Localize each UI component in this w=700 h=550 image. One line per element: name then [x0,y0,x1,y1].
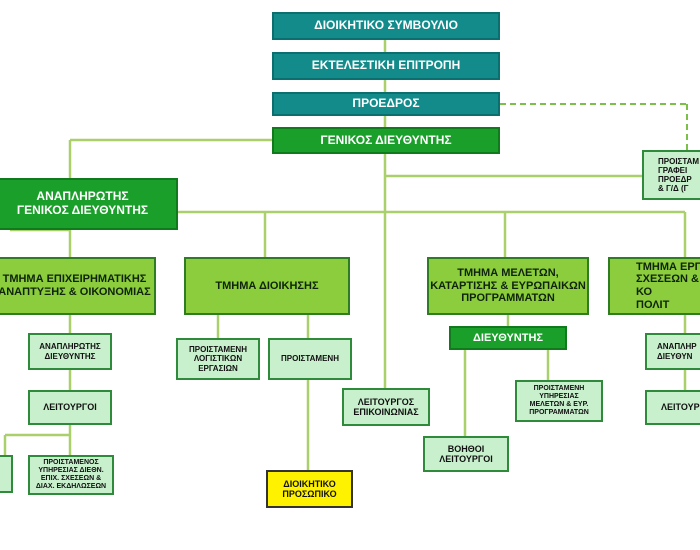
general-director-box: ΓΕΝΙΚΟΣ ΔΙΕΥΘΥΝΤΗΣ [272,127,500,154]
intl-relations-head-box: ΠΡΟΙΣΤΑΜΕΝΟΣ ΥΠΗΡΕΣΙΑΣ ΔΙΕΘΝ. ΕΠΙΧ. ΣΧΕΣ… [28,455,114,495]
admin-dept-box: ΤΜΗΜΑ ΔΙΟΙΚΗΣΗΣ [184,257,350,315]
business-deputy-director-box: ΑΝΑΠΛΗΡΩΤΗΣ ΔΙΕΥΘΥΝΤΗΣ [28,333,112,370]
president-box: ΠΡΟΕΔΡΟΣ [272,92,500,116]
works-officers-box: ΛΕΙΤΟΥΡ [645,390,700,425]
studies-head-box: ΠΡΟΙΣΤΑΜΕΝΗ ΥΠΗΡΕΣΙΑΣ ΜΕΛΕΤΩΝ & ΕΥΡ. ΠΡΟ… [515,380,603,422]
admin-head-box: ΠΡΟΙΣΤΑΜΕΝΗ [268,338,352,380]
works-dept-box: ΤΜΗΜΑ ΕΡΓ ΣΧΕΣΕΩΝ & ΚΟ ΠΟΛΙΤ [608,257,700,315]
communication-officer-box: ΛΕΙΤΟΥΡΓΟΣ ΕΠΙΚΟΙΝΩΝΙΑΣ [342,388,430,426]
business-left-cut-box [0,455,13,493]
works-deputy-director-box: ΑΝΑΠΛΗΡ ΔΙΕΥΘΥΝ [645,333,700,370]
executive-committee-box: ΕΚΤΕΛΕΣΤΙΚΗ ΕΠΙΤΡΟΠΗ [272,52,500,80]
admin-staff-box: ΔΙΟΙΚΗΤΙΚΟ ΠΡΟΣΩΠΙΚΟ [266,470,353,508]
accounting-head-box: ΠΡΟΙΣΤΑΜΕΝΗ ΛΟΓΙΣΤΙΚΩΝ ΕΡΓΑΣΙΩΝ [176,338,260,380]
deputy-general-director-box: ΑΝΑΠΛΗΡΩΤΗΣ ΓΕΝΙΚΟΣ ΔΙΕΥΘΥΝΤΗΣ [0,178,178,230]
business-officers-box: ΛΕΙΤΟΥΡΓΟΙ [28,390,112,425]
studies-dept-box: ΤΜΗΜΑ ΜΕΛΕΤΩΝ, ΚΑΤΑΡΤΙΣΗΣ & ΕΥΡΩΠΑΙΚΩΝ Π… [427,257,589,315]
president-office-head-box: ΠΡΟΙΣΤΑΜ ΓΡΑΦΕΙ ΠΡΟΕΔΡ & Γ/Δ (Γ [642,150,700,200]
board-box: ΔΙΟΙΚΗΤΙΚΟ ΣΥΜΒΟΥΛΙΟ [272,12,500,40]
studies-director-box: ΔΙΕΥΘΥΝΤΗΣ [449,326,567,350]
business-dept-box: ΤΜΗΜΑ ΕΠΙΧΕΙΡΗΜΑΤΙΚΗΣ ΑΝΑΠΤΥΞΗΣ & ΟΙΚΟΝΟ… [0,257,156,315]
assistant-officers-box: ΒΟΗΘΟΙ ΛΕΙΤΟΥΡΓΟΙ [423,436,509,472]
